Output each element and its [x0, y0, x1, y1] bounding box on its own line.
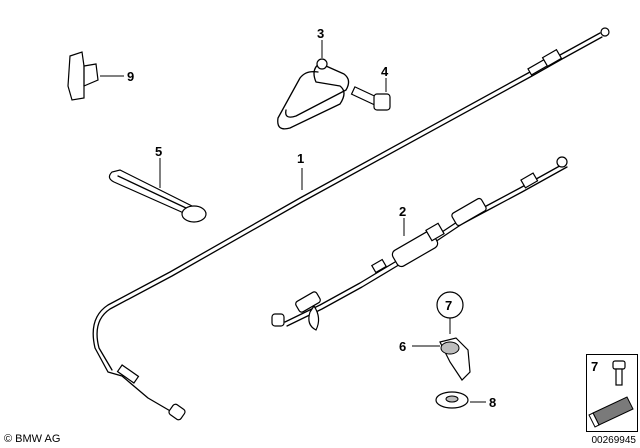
washer-part-8[interactable] — [435, 391, 469, 409]
reference-box: 7 — [586, 354, 638, 432]
callout-5: 5 — [155, 144, 162, 159]
callout-3: 3 — [317, 26, 324, 41]
reference-box-label: 7 — [591, 359, 598, 374]
screw-part-4[interactable] — [350, 86, 391, 111]
callout-7: 7 — [445, 298, 452, 313]
callout-2: 2 — [399, 204, 406, 219]
copyright-label: © BMW AG — [4, 433, 61, 445]
callout-4: 4 — [381, 64, 389, 79]
callout-9: 9 — [127, 69, 134, 84]
callout-6: 6 — [399, 339, 406, 354]
callout-8: 8 — [489, 395, 496, 410]
callout-1: 1 — [297, 151, 304, 166]
screw-icon — [612, 360, 626, 386]
bracket-part-3[interactable] — [277, 58, 350, 130]
holder-part-6[interactable] — [439, 337, 471, 381]
strap-part-5[interactable] — [108, 169, 207, 223]
arrow-icon — [592, 396, 634, 426]
cable-part-1[interactable] — [92, 27, 610, 421]
drawing-number: 00269945 — [591, 435, 637, 446]
clip-part-9[interactable] — [67, 51, 99, 101]
cable-part-2[interactable] — [271, 156, 568, 331]
